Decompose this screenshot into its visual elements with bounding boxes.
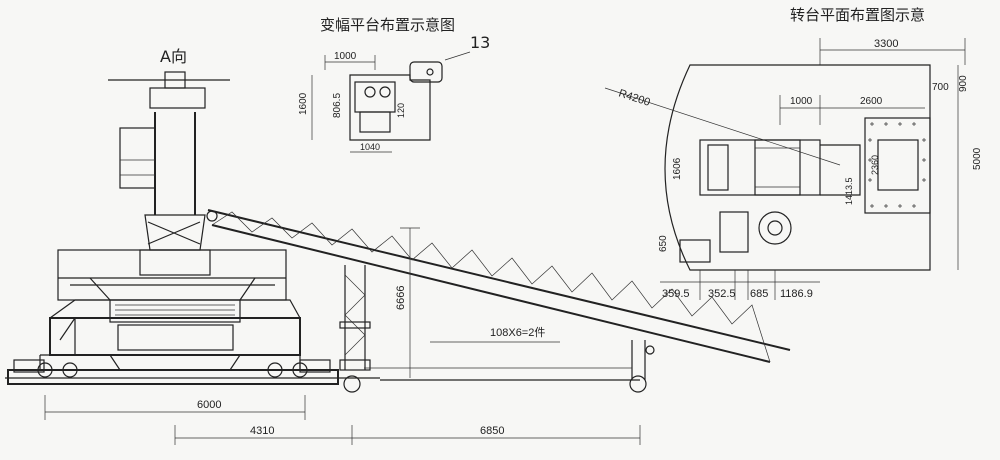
conveyor-truss <box>206 209 791 380</box>
lp-dim-bottom: 1040 <box>360 142 380 152</box>
tt-dim-b2: 352.5 <box>708 288 736 300</box>
main-elevation: 6666 108X6=2件 6000 4310 6850 A向 <box>5 47 791 445</box>
tt-dim-offset-mid: 1413.5 <box>844 177 854 205</box>
bolt-pattern <box>868 122 926 208</box>
tt-dim-inner-height: 1606 <box>672 157 683 180</box>
a-view-label: A向 <box>160 47 187 66</box>
turntable-outline <box>664 64 931 271</box>
tt-dim-b4: 1186.9 <box>780 288 813 300</box>
tower-column <box>154 112 196 215</box>
dim-height: 6666 <box>395 286 407 310</box>
tt-dim-total-height: 5000 <box>972 147 983 170</box>
lp-dim-inner-small: 120 <box>396 103 406 118</box>
slew-motor <box>679 239 711 263</box>
tt-dim-b1: 359.5 <box>662 288 690 300</box>
tt-dim-b3: 685 <box>750 288 768 300</box>
dim-span-right: 6850 <box>480 425 504 437</box>
lp-dim-width: 1000 <box>334 51 357 62</box>
wheels <box>37 362 647 393</box>
base-frame <box>49 317 301 356</box>
turntable-plan: 转台平面布置图示意 3300 R4200 700 900 5000 1000 2… <box>604 6 983 300</box>
dim-base-length: 6000 <box>197 399 221 411</box>
bolt-spec: 108X6=2件 <box>490 326 545 339</box>
tt-dim-left-span: 1000 <box>790 96 813 107</box>
dim-span-left: 4310 <box>250 425 274 437</box>
callout-13: 13 <box>470 33 490 52</box>
tt-dim-lower-height: 650 <box>658 235 669 252</box>
support-tower <box>344 265 366 370</box>
tt-radius: R4200 <box>617 87 652 108</box>
bolt-plate <box>864 117 931 214</box>
tt-dim-offset-right: 900 <box>958 75 969 92</box>
luffing-platform-title: 变幅平台布置示意图 <box>320 16 455 34</box>
lp-dim-height: 1600 <box>298 92 309 115</box>
lp-dim-inner-height: 806.5 <box>332 93 343 118</box>
chassis-beam <box>7 369 339 385</box>
tt-dim-plate-height: 2360 <box>870 155 880 175</box>
turntable-plan-title: 转台平面布置图示意 <box>790 6 925 24</box>
tt-dim-right-span: 2600 <box>860 96 883 107</box>
slew-gear <box>758 211 792 245</box>
tt-dim-offset-top: 700 <box>932 82 949 93</box>
luffing-platform-diagram: 变幅平台布置示意图 13 1000 1600 806.5 120 1040 <box>298 16 490 153</box>
tt-dim-total-width: 3300 <box>874 38 898 50</box>
